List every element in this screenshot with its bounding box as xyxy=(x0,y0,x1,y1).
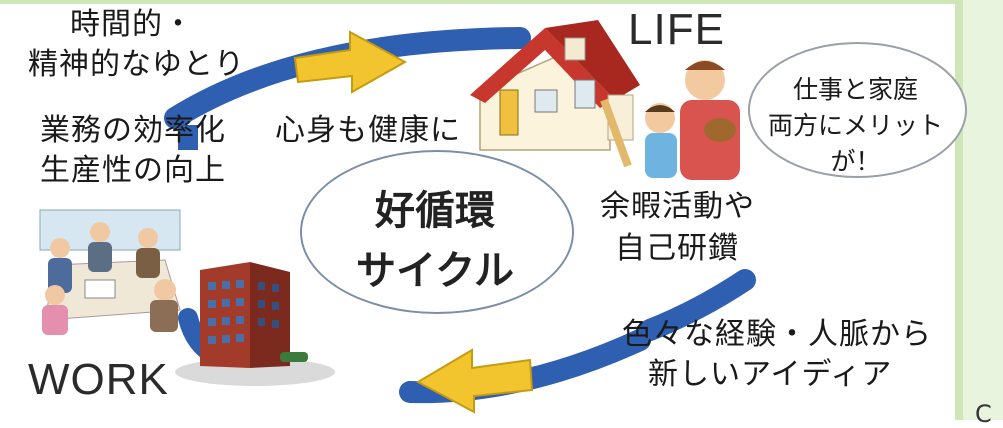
bubble-text-line1: 仕事と家庭 xyxy=(792,75,918,104)
experience-label-line1: 色々な経験・人脈から xyxy=(622,317,932,352)
experience-label-line2: 新しいアイディア xyxy=(648,357,893,392)
corner-text: C xyxy=(975,400,992,428)
top-arrow-icon xyxy=(293,30,408,94)
frame-border-top xyxy=(0,0,1003,4)
speech-bubble xyxy=(748,42,967,178)
cycle-title-line2: サイクル xyxy=(356,248,514,294)
time-label-line2: 精神的なゆとり xyxy=(28,47,245,82)
bottom-arrow-icon xyxy=(415,348,534,414)
efficiency-label-line1: 業務の効率化 xyxy=(40,113,226,148)
office-building-illustration xyxy=(175,262,335,386)
leisure-label-line2: 自己研鑽 xyxy=(615,231,739,266)
house-illustration xyxy=(470,20,640,151)
right-cycle-arc xyxy=(639,269,756,341)
work-label: WORK xyxy=(28,355,169,404)
life-label: LIFE xyxy=(628,5,725,54)
efficiency-label-line2: 生産性の向上 xyxy=(40,153,226,188)
cycle-title-line1: 好循環 xyxy=(375,188,495,234)
health-label: 心身も健康に xyxy=(275,113,461,148)
frame-border-right-inner xyxy=(963,0,1003,420)
leisure-label-line1: 余暇活動や xyxy=(600,189,755,224)
time-label-line1: 時間的・ xyxy=(70,7,194,42)
meeting-illustration xyxy=(39,209,181,335)
bubble-text-line2: 両方にメリットが！ xyxy=(767,111,943,176)
family-illustration xyxy=(600,60,740,180)
center-oval xyxy=(300,150,574,314)
